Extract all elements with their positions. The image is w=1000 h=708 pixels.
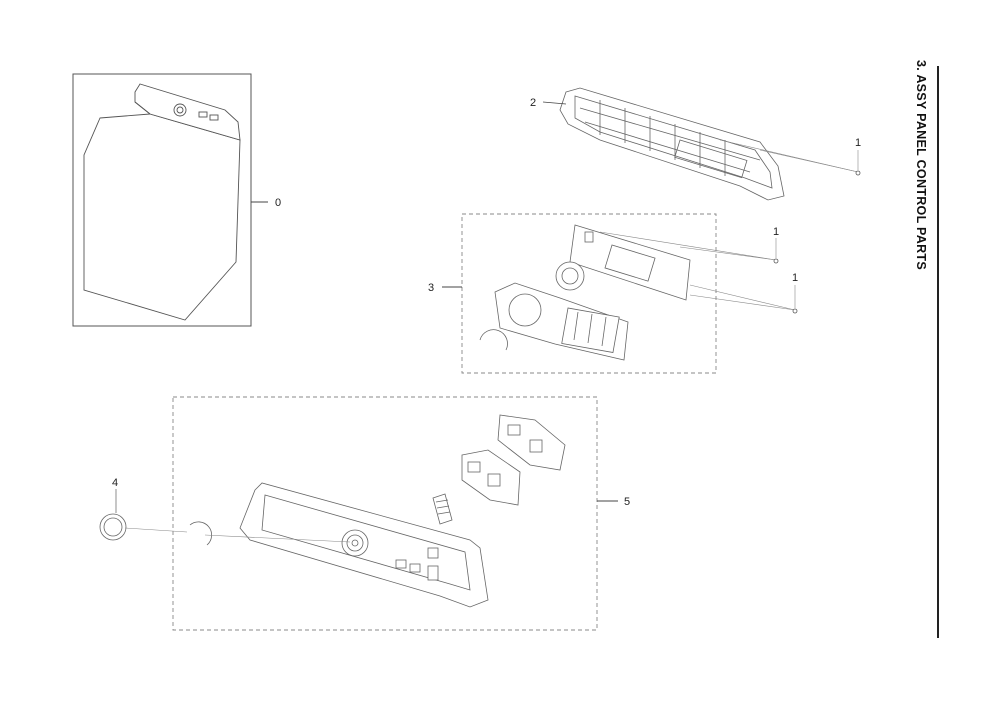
- part-3-dashed-frame: [461, 213, 717, 374]
- part-4-leaders: [115, 489, 351, 543]
- callout-0: 0: [275, 197, 281, 209]
- screw-leaders-top: [719, 139, 859, 173]
- callout-5: 5: [624, 496, 630, 508]
- washer-knob: [173, 103, 187, 117]
- callout-1-lower: 1: [792, 272, 798, 284]
- callout-3: 3: [428, 282, 434, 294]
- callout-1-mid: 1: [773, 226, 779, 238]
- screw-icon: [855, 170, 861, 176]
- washer-body: [83, 113, 241, 321]
- callout-4: 4: [112, 477, 118, 489]
- part-5-dashed-frame: [172, 396, 598, 631]
- part-0-frame: [72, 73, 252, 327]
- part-2-panel-frame: [542, 87, 785, 201]
- part-5-control-panel-assy: [239, 414, 566, 608]
- part-0-washer-cabinet: [72, 73, 268, 327]
- screw-icon: [773, 258, 779, 264]
- callout-1-top: 1: [855, 137, 861, 149]
- part-3-pcb-assy: [479, 224, 691, 361]
- part-4-knob: [99, 513, 213, 546]
- screw-icon: [792, 308, 798, 314]
- screw-leaders-mid: [599, 231, 796, 311]
- callout-2: 2: [530, 97, 536, 109]
- title-rule: [937, 66, 939, 638]
